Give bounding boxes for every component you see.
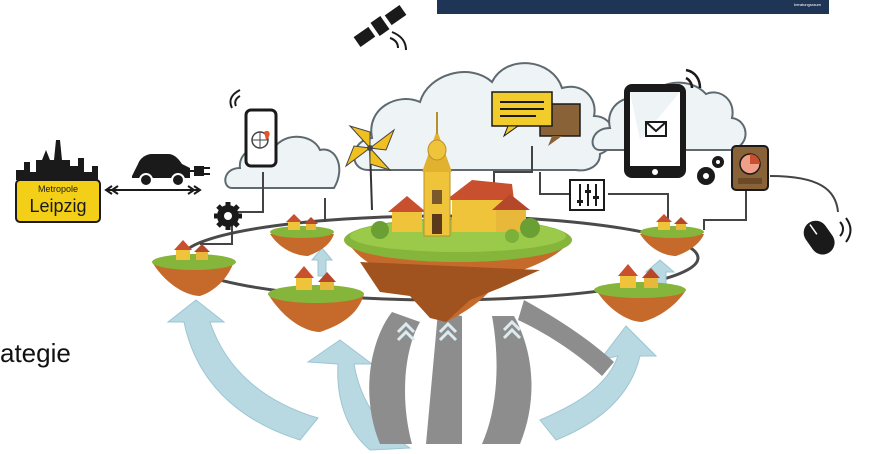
gray-arrows xyxy=(369,300,614,444)
island-left xyxy=(152,240,236,296)
city-sign: Metropole Leipzig xyxy=(15,179,101,223)
partial-side-text: ategie xyxy=(0,338,71,368)
island-right xyxy=(640,214,704,256)
mail-icon xyxy=(645,121,667,137)
wifi-icon xyxy=(229,89,241,109)
tablet-wifi-icon xyxy=(685,68,702,89)
control-box-icon xyxy=(731,145,769,191)
pinwheel-icon xyxy=(344,125,396,211)
top-banner: beratungsraum xyxy=(437,0,829,14)
light-blue-arrows xyxy=(166,247,676,451)
satellite-icon xyxy=(353,5,407,51)
sliders-icon xyxy=(569,179,605,211)
chat-icon xyxy=(491,91,581,146)
sign-line1: Metropole xyxy=(38,184,78,194)
island-bottom-right xyxy=(594,264,686,322)
chevrons xyxy=(396,319,522,342)
central-island xyxy=(344,180,572,322)
banner-text: beratungsraum xyxy=(794,2,821,7)
gear-icon xyxy=(214,202,242,230)
gears-icon xyxy=(697,156,724,185)
skyline-icon xyxy=(16,140,98,180)
cloud-left xyxy=(224,135,341,189)
smartphone-icon xyxy=(244,108,278,168)
sign-line2: Leipzig xyxy=(29,196,86,216)
mouse-icon xyxy=(803,217,852,255)
island-mid-left xyxy=(270,214,334,256)
car-icon xyxy=(132,154,190,187)
island-bottom-left xyxy=(268,266,364,332)
arrows-car xyxy=(104,185,202,195)
plug-icon xyxy=(190,166,210,176)
church-icon xyxy=(422,112,452,237)
